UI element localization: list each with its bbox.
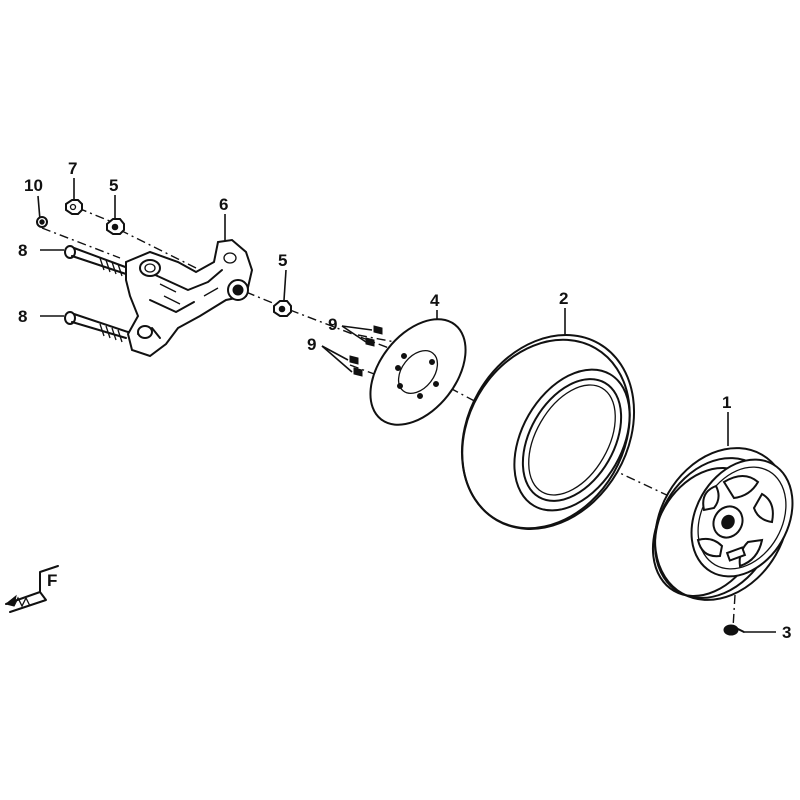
callout-2: 2 bbox=[559, 289, 568, 308]
callout-numbers: 10 7 5 6 8 5 8 9 9 4 2 1 3 bbox=[18, 159, 791, 642]
front-marker-label: F bbox=[47, 571, 57, 590]
part-8-bolt-upper bbox=[64, 245, 129, 277]
part-8-bolt-lower bbox=[64, 311, 129, 343]
part-9-bolts bbox=[349, 325, 383, 377]
callout-8-lower: 8 bbox=[18, 307, 27, 326]
part-1-rim bbox=[651, 447, 794, 601]
front-direction-marker: F bbox=[4, 565, 59, 613]
callout-9-lower: 9 bbox=[307, 335, 316, 354]
part-10-bolt bbox=[36, 216, 48, 228]
callout-1: 1 bbox=[722, 393, 731, 412]
part-3-valve bbox=[723, 624, 745, 636]
callout-8-upper: 8 bbox=[18, 241, 27, 260]
part-7-nut bbox=[65, 199, 83, 215]
part-4-disc bbox=[369, 318, 467, 426]
part-6-bracket bbox=[125, 238, 254, 358]
part-2-tire bbox=[460, 334, 636, 530]
callout-7: 7 bbox=[68, 159, 77, 178]
part-5-nut-upper bbox=[106, 218, 125, 235]
part-5-nut-lower bbox=[273, 300, 292, 317]
callout-4: 4 bbox=[430, 291, 440, 310]
callout-5-lower: 5 bbox=[278, 251, 287, 270]
callout-5-upper: 5 bbox=[109, 176, 118, 195]
callout-9-upper: 9 bbox=[328, 315, 337, 334]
callout-10: 10 bbox=[24, 176, 43, 195]
callout-6: 6 bbox=[219, 195, 228, 214]
callout-3: 3 bbox=[782, 623, 791, 642]
